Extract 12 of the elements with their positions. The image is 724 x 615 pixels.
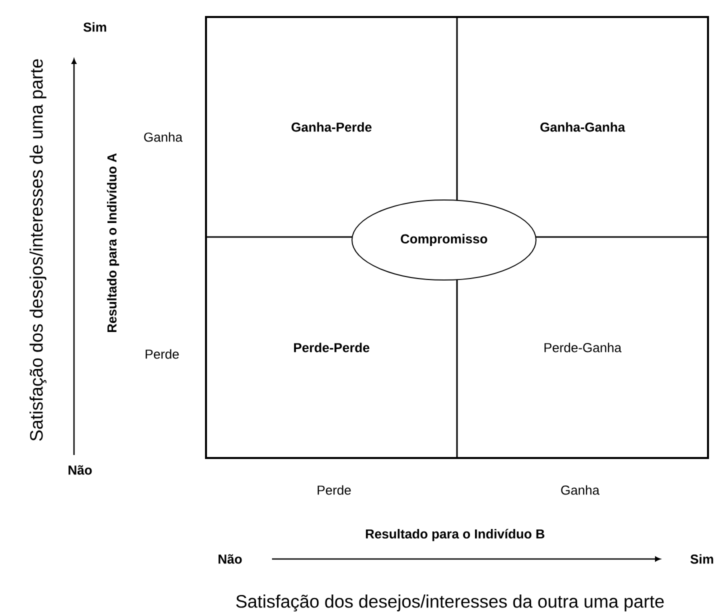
scale-label: Não: [68, 465, 92, 475]
scale-label: Sim: [690, 554, 714, 564]
axis-title: Satisfação dos desejos/interesses de uma parte: [30, 59, 46, 441]
category-label: Perde: [318, 485, 351, 495]
axis-label: Resultado para o Indivíduo A: [106, 153, 120, 332]
axis-label: Resultado para o Indivíduo B: [366, 528, 544, 542]
category-label: Ganha: [561, 485, 600, 495]
scale-label: Sim: [83, 22, 106, 32]
axis-title: Satisfação dos desejos/interesses da outra uma parte: [236, 594, 664, 612]
scale-label: Não: [218, 554, 242, 564]
category-label: Perde: [146, 349, 179, 359]
category-label: Ganha: [144, 132, 183, 142]
